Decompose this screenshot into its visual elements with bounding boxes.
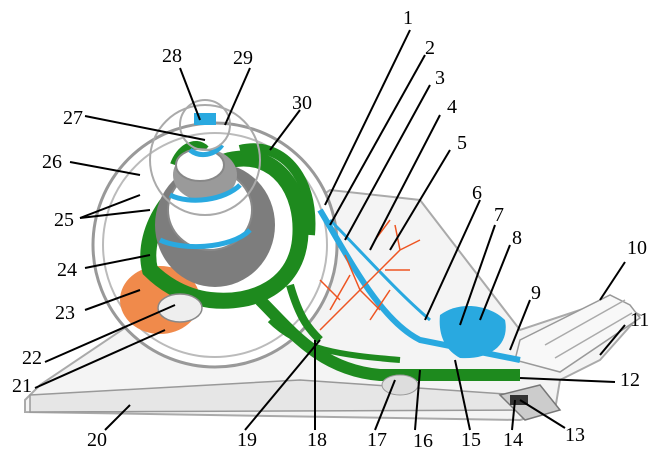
label-6: 6 <box>472 182 482 204</box>
label-18: 18 <box>307 429 327 451</box>
label-17: 17 <box>367 429 387 451</box>
label-25: 25 <box>54 209 74 231</box>
label-27: 27 <box>63 107 83 129</box>
label-5: 5 <box>457 132 467 154</box>
label-24: 24 <box>57 259 77 281</box>
blue-spiral <box>158 143 252 249</box>
label-7: 7 <box>494 204 504 226</box>
label-14: 14 <box>503 429 523 451</box>
leader-lines <box>34 29 626 431</box>
label-19: 19 <box>237 429 257 451</box>
label-9: 9 <box>531 282 541 304</box>
label-15: 15 <box>461 429 481 451</box>
green-nerve <box>255 295 520 381</box>
bottom-lobe <box>498 384 562 421</box>
bulb <box>157 293 203 323</box>
label-20: 20 <box>87 429 107 451</box>
label-30: 30 <box>292 92 312 114</box>
label-2: 2 <box>425 37 435 59</box>
label-12: 12 <box>620 369 640 391</box>
label-21: 21 <box>12 375 32 397</box>
label-22: 22 <box>22 347 42 369</box>
label-11: 11 <box>630 309 650 331</box>
label-23: 23 <box>55 302 75 324</box>
blue-duct <box>317 208 521 363</box>
label-13: 13 <box>565 424 585 446</box>
label-29: 29 <box>233 47 253 69</box>
label-28: 28 <box>162 45 182 67</box>
vessel-tree <box>319 219 421 331</box>
label-10: 10 <box>627 237 647 259</box>
label-8: 8 <box>512 227 522 249</box>
label-1: 1 <box>403 7 413 29</box>
label-26: 26 <box>42 151 62 173</box>
label-16: 16 <box>413 430 433 452</box>
label-3: 3 <box>435 67 445 89</box>
label-4: 4 <box>447 96 457 118</box>
blue-sac <box>439 305 506 359</box>
